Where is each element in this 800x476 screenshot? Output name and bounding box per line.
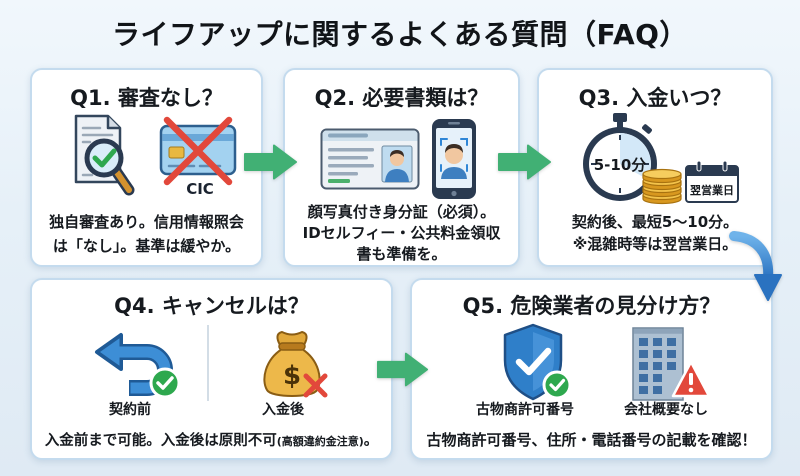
id-card-icon	[320, 128, 420, 190]
faq-card-q1: Q1. 審査なし？	[30, 68, 263, 267]
calendar-label: 翌営業日	[690, 183, 734, 197]
after-payment-label: 入金後	[262, 402, 304, 418]
answer-text: 古物商許可番号、住所・電話番号の記載を確認！	[412, 428, 771, 452]
answer-line: 独自審査あり。信用情報照会	[49, 213, 244, 231]
question-title: Q1. 審査なし？	[70, 86, 223, 110]
question-title: Q2. 必要書類は？	[314, 86, 489, 110]
curved-arrow-down-icon	[729, 231, 782, 301]
answer-note: (高額違約金注意)	[276, 435, 364, 448]
question-title: Q4. キャンセルは？	[114, 294, 309, 318]
credit-card-crossed-icon	[159, 116, 237, 186]
answer-line: 顔写真付き身分証（必須）。	[307, 203, 496, 221]
license-number-label: 古物商許可番号	[476, 402, 574, 418]
answer-text: 契約後、最短5〜10分。 ※混雑時等は翌営業日。	[539, 211, 771, 255]
dollar-sign: $	[283, 361, 301, 391]
money-bag-icon: $	[263, 331, 328, 398]
warning-icon	[671, 360, 711, 398]
return-arrow-icon	[95, 333, 181, 399]
cross-icon	[303, 373, 328, 398]
answer-line: 書も準備を。	[356, 245, 447, 263]
answer-line: 古物商許可番号、住所・電話番号の記載を確認！	[426, 431, 757, 449]
answer-text: 独自審査あり。信用情報照会 は「なし」。基準は緩やか。	[32, 210, 261, 258]
answer-text: 入金前まで可能。入金後は原則不可(高額違約金注意)。	[32, 428, 391, 452]
arrow-right-icon	[244, 144, 297, 180]
arrow-right-icon	[498, 144, 551, 180]
page-title: ライフアップに関するよくある質問（FAQ）	[112, 18, 688, 51]
answer-main: 入金前まで可能。入金後は原則不可	[44, 433, 277, 449]
answer-line: IDセルフィー・公共料金領収	[302, 224, 501, 242]
faq-card-q2: Q2. 必要書類は？	[283, 68, 520, 267]
answer-line: ※混雑時等は翌営業日。	[572, 235, 738, 253]
smartphone-selfie-icon	[432, 119, 476, 199]
question-title: Q3. 入金いつ？	[578, 86, 732, 110]
before-contract-label: 契約前	[109, 402, 151, 418]
office-building-icon	[632, 327, 711, 401]
shield-check-icon	[503, 323, 572, 401]
stopwatch-icon: 5-10分	[583, 113, 657, 201]
answer-line: は「なし」。基準は緩やか。	[52, 237, 241, 255]
faq-card-q4: Q4. キャンセルは？ 契約前 $ 入金後 入金前まで可能。入金後	[30, 278, 393, 460]
no-company-info-label: 会社概要なし	[624, 402, 708, 418]
timer-label: 5-10分	[594, 156, 647, 174]
answer-end: 。	[363, 433, 379, 449]
coin-stack-icon	[642, 168, 682, 205]
calendar-icon: 翌営業日	[685, 160, 739, 203]
check-badge-icon	[542, 370, 572, 400]
answer-text: 顔写真付き身分証（必須）。 IDセルフィー・公共料金領収 書も準備を。	[285, 202, 518, 265]
check-badge-icon	[149, 367, 181, 399]
column-divider	[207, 325, 209, 401]
arrow-right-icon	[377, 352, 429, 387]
faq-card-q5: Q5. 危険業者の見分け方？ 古物商許可番号	[410, 278, 773, 460]
question-title: Q5. 危険業者の見分け方？	[462, 294, 721, 318]
answer-line: 契約後、最短5〜10分。	[571, 213, 739, 231]
cic-label: CIC	[186, 180, 214, 198]
document-magnifier-check-icon	[74, 114, 135, 196]
